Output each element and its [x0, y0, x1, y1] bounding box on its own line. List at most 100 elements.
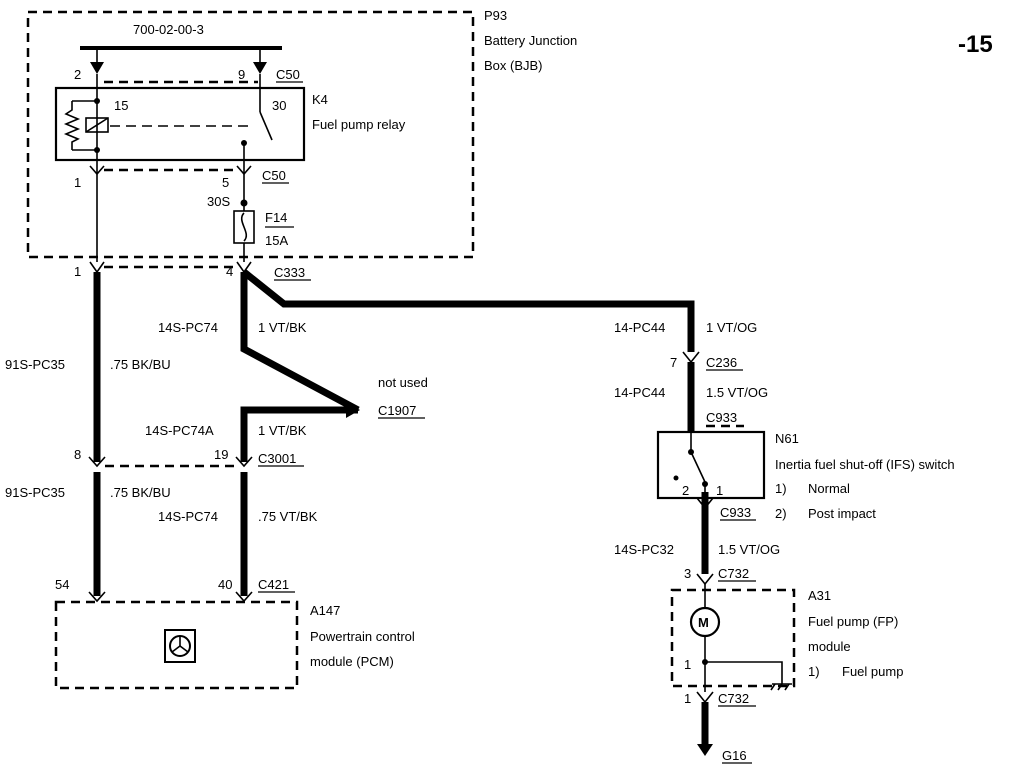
wire-14-pc44-main	[241, 269, 695, 352]
c732-bottom-pin: 1	[684, 691, 691, 706]
relay-k4-name: Fuel pump relay	[312, 117, 406, 132]
fuse-f14-id: F14	[265, 210, 287, 225]
c333-right-terminal	[236, 261, 252, 274]
ifs-pos2: 2)	[775, 506, 787, 521]
c3001-left-pin: 8	[74, 447, 81, 462]
fp-item-number: 1)	[808, 664, 820, 679]
c933-bottom-terminal	[696, 497, 714, 510]
c421-label: C421	[258, 577, 289, 592]
c236-label: C236	[706, 355, 737, 370]
c933-top-label: C933	[706, 410, 737, 425]
fp-name-line1: Fuel pump (FP)	[808, 614, 898, 629]
c50-top-right-terminal	[253, 62, 267, 74]
c421-left-pin: 54	[55, 577, 69, 592]
c421-left-terminal	[88, 591, 106, 603]
wire3-circuit: 14-PC44	[614, 320, 665, 335]
fp-name-line2: module	[808, 639, 851, 654]
wire5-circuit: 14S-PC74A	[145, 423, 214, 438]
relay-pin-15: 15	[114, 98, 128, 113]
c333-label: C333	[274, 265, 305, 280]
c1907-label: C1907	[378, 403, 416, 418]
g16-label: G16	[722, 748, 747, 763]
fuse-f14-element	[240, 212, 248, 242]
wire2-circuit: 91S-PC35	[5, 357, 65, 372]
pcm-module-icon	[164, 629, 196, 663]
wire-14s-pc74a	[240, 406, 358, 462]
c1907-terminal	[346, 402, 360, 418]
ifs-pin-1: 1	[716, 483, 723, 498]
wire4-circuit: 14-PC44	[614, 385, 665, 400]
c421-right-pin: 40	[218, 577, 232, 592]
ifs-pos1: 1)	[775, 481, 787, 496]
fp-id: A31	[808, 588, 831, 603]
c732-top-terminal	[696, 573, 714, 586]
c50-top-left-terminal	[90, 62, 104, 74]
c50-bottom-left-terminal	[89, 165, 105, 176]
bjb-name-line2: Box (BJB)	[484, 58, 543, 73]
ifs-pin-2: 2	[682, 483, 689, 498]
c933-bottom-label: C933	[720, 505, 751, 520]
wire1-spec: 1 VT/BK	[258, 320, 307, 335]
wire1-circuit: 14S-PC74	[158, 320, 218, 335]
g16-ground-icon	[697, 744, 713, 756]
pcm-name-line2: module (PCM)	[310, 654, 394, 669]
ifs-switch-box	[656, 430, 766, 500]
relay-contact-blade	[259, 111, 273, 141]
c50-bottom-right-terminal	[236, 165, 252, 176]
bjb-name-line1: Battery Junction	[484, 33, 577, 48]
c1907-not-used: not used	[378, 375, 428, 390]
relay-k4-id: K4	[312, 92, 328, 107]
page-number: -15	[958, 31, 993, 58]
c732-top-label: C732	[718, 566, 749, 581]
wire6-circuit: 91S-PC35	[5, 485, 65, 500]
wire7-circuit: 14S-PC74	[158, 509, 218, 524]
wire8-spec: 1.5 VT/OG	[718, 542, 780, 557]
wire2-spec: .75 BK/BU	[110, 357, 171, 372]
c50-top-right-pin: 9	[238, 67, 245, 82]
wire5-spec: 1 VT/BK	[258, 423, 307, 438]
ifs-contact-2	[673, 475, 679, 481]
c236-pin: 7	[670, 355, 677, 370]
fuse-f14-rating: 15A	[265, 233, 288, 248]
c50-top-left-pin: 2	[74, 67, 81, 82]
ifs-pos2-label: Post impact	[808, 506, 876, 521]
c50-bottom-right-pin: 5	[222, 175, 229, 190]
relay-coil-diag	[85, 117, 109, 133]
c333-right-pin: 4	[226, 264, 233, 279]
c3001-label: C3001	[258, 451, 296, 466]
wire7-spec: .75 VT/BK	[258, 509, 318, 524]
relay-coil	[85, 117, 109, 133]
bjb-id: P93	[484, 8, 507, 23]
c333-left-pin: 1	[74, 264, 81, 279]
fuse-input-label: 30S	[207, 194, 230, 209]
pcm-outline	[54, 600, 299, 690]
relay-pin-30: 30	[272, 98, 286, 113]
ifs-switch-blade	[690, 451, 706, 483]
ifs-id: N61	[775, 431, 799, 446]
fp-motor-letter: M	[698, 615, 709, 630]
fp-item-label: Fuel pump	[842, 664, 903, 679]
c50-bottom-label: C50	[262, 168, 286, 183]
c732-bottom-terminal	[696, 691, 714, 704]
wire3-spec: 1 VT/OG	[706, 320, 757, 335]
c732-top-pin: 3	[684, 566, 691, 581]
pcm-name-line1: Powertrain control	[310, 629, 415, 644]
relay-k4-box	[54, 86, 306, 162]
fp-ground-wire	[705, 661, 783, 684]
fp-pin: 1	[684, 657, 691, 672]
c3001-right-pin: 19	[214, 447, 228, 462]
c236-terminal	[682, 351, 700, 364]
relay-resistor	[63, 100, 97, 151]
wire8-circuit: 14S-PC32	[614, 542, 674, 557]
ifs-name: Inertia fuel shut-off (IFS) switch	[775, 457, 955, 472]
wire-14s-pc74-to-c1907	[240, 272, 360, 414]
wire6-spec: .75 BK/BU	[110, 485, 171, 500]
fp-chassis-ground-icon	[770, 683, 792, 691]
c3001-left-terminal	[88, 456, 106, 468]
bus-ref-label: 700-02-00-3	[133, 22, 204, 37]
c50-top-label: C50	[276, 67, 300, 82]
fp-module-outline	[670, 588, 796, 688]
pcm-id: A147	[310, 603, 340, 618]
wire4-spec: 1.5 VT/OG	[706, 385, 768, 400]
